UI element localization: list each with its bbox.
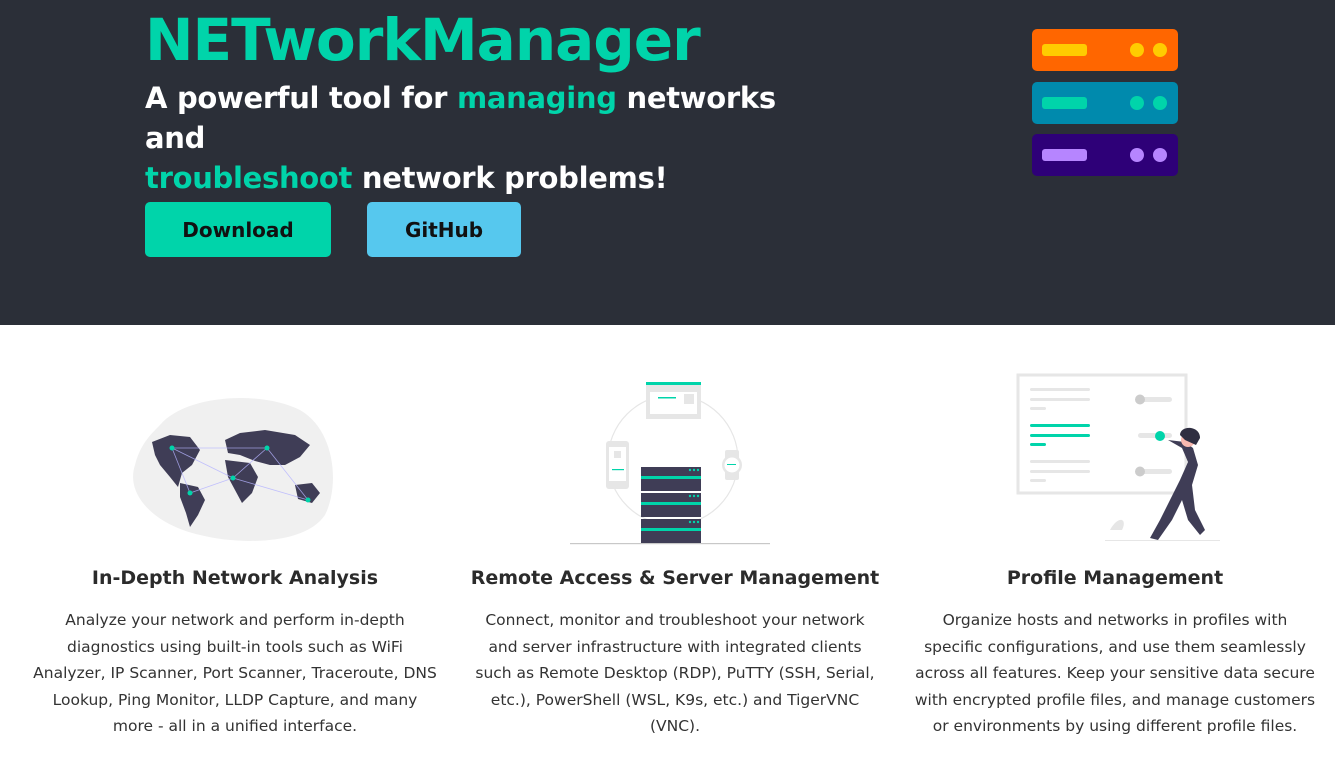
feature-network-analysis: In-Depth Network Analysis Analyze your n… <box>25 360 445 740</box>
world-map-network-icon <box>133 398 333 541</box>
feature-title: Profile Management <box>1006 567 1224 589</box>
tagline-text: A powerful tool for <box>145 81 457 115</box>
download-button[interactable]: Download <box>145 202 331 257</box>
tagline: A powerful tool for managing networks an… <box>145 78 845 198</box>
feature-remote-access: Remote Access & Server Management Connec… <box>465 360 885 740</box>
hero-section: NETworkManager A powerful tool for manag… <box>0 0 1335 325</box>
feature-title: In-Depth Network Analysis <box>91 567 379 589</box>
page-title: NETworkManager <box>145 6 701 74</box>
feature-description: Analyze your network and perform in-dept… <box>33 611 437 735</box>
feature-description: Connect, monitor and troubleshoot your n… <box>475 611 875 735</box>
tagline-text: networks and <box>145 81 776 155</box>
feature-title: Remote Access & Server Management <box>470 567 880 589</box>
server-stack-icon <box>1032 29 1178 176</box>
server-devices-icon <box>570 382 770 545</box>
tagline-accent: managing <box>456 81 617 115</box>
github-button[interactable]: GitHub <box>367 202 521 257</box>
profile-settings-icon <box>1016 373 1220 541</box>
feature-description: Organize hosts and networks in profiles … <box>914 611 1316 735</box>
feature-profile-management: Profile Management Organize hosts and ne… <box>905 360 1325 740</box>
tagline-text: network problems! <box>352 161 668 195</box>
tagline-accent: troubleshoot <box>145 161 353 195</box>
